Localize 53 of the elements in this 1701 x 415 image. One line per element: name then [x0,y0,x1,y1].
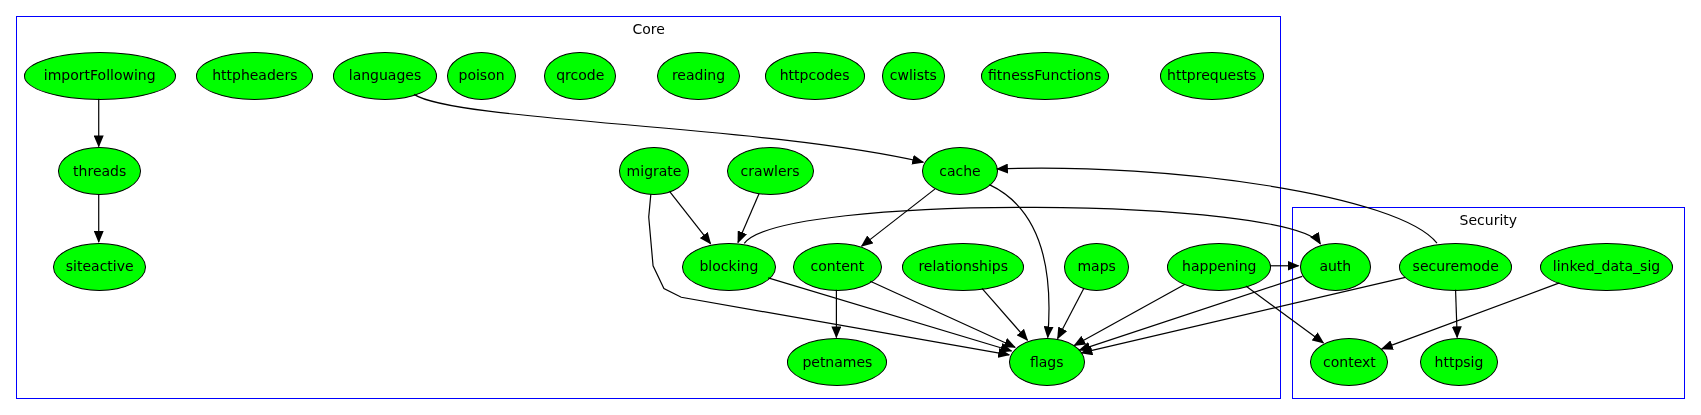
arrow [413,93,925,165]
arrow [831,289,842,339]
arrow [743,206,1322,245]
ellipse-node: siteactive [53,242,147,291]
arrow [860,188,936,247]
arrow [1078,275,1303,352]
arrow [737,192,760,244]
ellipse-node: blocking [682,242,776,291]
arrow [93,193,104,243]
cluster-frame [16,16,1282,400]
arrow [668,190,712,245]
ellipse-node: httpheaders [196,51,314,100]
ellipse-node: threads [58,147,141,196]
ellipse-node: poison [446,51,517,100]
arrow [988,184,1054,339]
ellipse-node: petnames [787,338,888,387]
ellipse-node: reading [657,51,740,100]
arrow [1245,285,1325,344]
ellipse-node: cache [922,147,998,196]
ellipse-node: relationships [902,242,1024,291]
arrow [648,193,1011,358]
arrow [1380,282,1561,350]
ellipse-node: languages [332,51,438,100]
ellipse-node: httpsig [1419,338,1499,387]
ellipse-node: cwlists [881,51,945,100]
ellipse-node: auth [1299,242,1372,291]
ellipse-node: maps [1064,242,1130,291]
cluster-title: Core [632,20,665,40]
arrow [1057,287,1085,340]
ellipse-node: qrcode [544,51,617,100]
ellipse-node: httprequests [1159,51,1264,100]
ellipse-node: httpcodes [764,51,865,100]
ellipse-node: context [1310,338,1389,387]
arrow [869,280,1016,348]
arrow [1073,283,1186,347]
ellipse-node: content [792,242,882,291]
ellipse-node: fitnessFunctions [980,51,1109,100]
arrow [995,163,1438,244]
ellipse-node: flags [1008,338,1085,387]
arrow [93,98,104,148]
cluster-frame [1292,207,1685,400]
arrow [1269,260,1300,271]
arrow [1451,289,1462,339]
ellipse-node: migrate [619,147,689,196]
ellipse-node: importFollowing [23,51,176,100]
ellipse-node: happening [1167,242,1272,291]
arrow [1080,276,1406,356]
ellipse-node: securemode [1399,242,1513,291]
arrow [981,287,1029,342]
arrow [767,277,1013,353]
ellipse-node: crawlers [726,147,814,196]
cluster-title: Security [1459,211,1518,231]
ellipse-node: linked_data_sig [1540,242,1673,291]
